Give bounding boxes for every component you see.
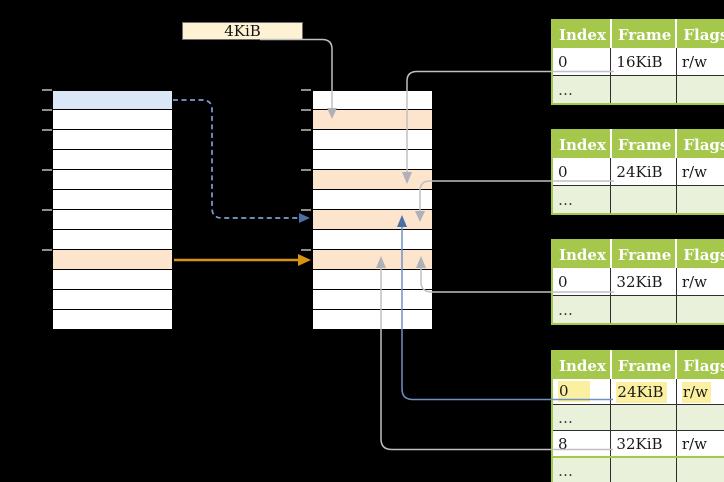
virtual-memory-column <box>53 90 172 330</box>
column-header-index: Index <box>552 130 612 158</box>
table-cell: r/w <box>675 48 724 76</box>
table-cell: 0 <box>558 52 568 71</box>
table-cell <box>610 295 677 324</box>
table-cell <box>610 185 677 214</box>
column-header-flags: Flags <box>676 130 724 158</box>
table-cell <box>675 404 724 431</box>
table-cell: 0 <box>552 379 611 405</box>
memory-row-white <box>53 130 172 150</box>
table-row: … <box>552 456 724 482</box>
memory-row-peach <box>313 110 432 130</box>
table-cell <box>610 456 677 482</box>
arrowhead-dashed-right-icon <box>299 213 310 223</box>
table-cell <box>610 404 677 431</box>
column-header-frame: Frame <box>610 130 678 158</box>
memory-row-white <box>53 190 172 210</box>
memory-row-white <box>313 230 432 250</box>
table-cell: 0 <box>558 162 568 181</box>
page-size-label: 4KiB <box>182 22 303 40</box>
memory-row-white <box>53 290 172 310</box>
column-header-index: Index <box>552 20 612 48</box>
table-cell: 24KiB <box>610 379 677 405</box>
memory-row-white <box>53 270 172 290</box>
memory-row-white <box>53 110 172 130</box>
column-header-flags: Flags <box>676 20 724 48</box>
table-cell: 32KiB <box>610 268 677 296</box>
page-size-label-text: 4KiB <box>224 22 261 40</box>
memory-row-white <box>313 130 432 150</box>
memory-row-white <box>313 290 432 310</box>
column-header-index: Index <box>552 351 612 379</box>
table-cell <box>675 295 724 324</box>
column-header-frame: Frame <box>610 20 678 48</box>
memory-row-white <box>53 310 172 330</box>
table-cell: r/w <box>675 430 724 457</box>
memory-row-white <box>53 210 172 230</box>
table-cell <box>675 456 724 482</box>
table-cell <box>675 185 724 214</box>
memory-row-peach <box>53 250 172 270</box>
table-row: … <box>552 404 724 431</box>
table-cell: r/w <box>675 158 724 186</box>
table-cell <box>610 75 677 104</box>
memory-row-peach <box>313 210 432 230</box>
table-cell: … <box>552 295 611 324</box>
table-row: 0 24KiB r/w <box>552 379 724 405</box>
table-cell: 32KiB <box>610 430 677 457</box>
table-cell: r/w <box>675 379 724 405</box>
memory-row-blue <box>53 90 172 110</box>
table-cell: 0 <box>558 272 568 291</box>
table-cell: 16KiB <box>610 48 677 76</box>
table-cell: … <box>552 456 611 482</box>
memory-row-white <box>313 310 432 330</box>
table-row: … <box>552 185 724 214</box>
table-cell: 8 <box>552 430 611 457</box>
table-row: … <box>552 75 724 104</box>
highlighted-cell-text: 0 <box>558 381 590 402</box>
table-cell: … <box>552 185 611 214</box>
table-row: … <box>552 295 724 324</box>
memory-row-white <box>313 150 432 170</box>
memory-row-white <box>313 270 432 290</box>
highlighted-cell-text: r/w <box>681 381 711 403</box>
memory-row-white <box>53 230 172 250</box>
column-header-frame: Frame <box>610 240 678 268</box>
table-cell <box>675 75 724 104</box>
table-cell: r/w <box>675 268 724 296</box>
column-header-frame: Frame <box>610 351 678 379</box>
column-header-index: Index <box>552 240 612 268</box>
memory-row-white <box>53 170 172 190</box>
arrowhead-orange-right-icon <box>298 254 311 266</box>
memory-row-white <box>53 150 172 170</box>
physical-memory-column <box>313 90 432 330</box>
column-header-flags: Flags <box>676 240 724 268</box>
table-cell: 24KiB <box>610 158 677 186</box>
memory-row-white <box>313 190 432 210</box>
memory-row-peach <box>313 250 432 270</box>
column-header-flags: Flags <box>676 351 724 379</box>
highlighted-cell-text: 24KiB <box>616 381 667 403</box>
table-cell: … <box>552 404 611 431</box>
memory-row-peach <box>313 170 432 190</box>
memory-row-white <box>313 90 432 110</box>
table-cell: … <box>552 75 611 104</box>
arrow-virtual-page-to-page-table-dashed <box>173 99 299 219</box>
